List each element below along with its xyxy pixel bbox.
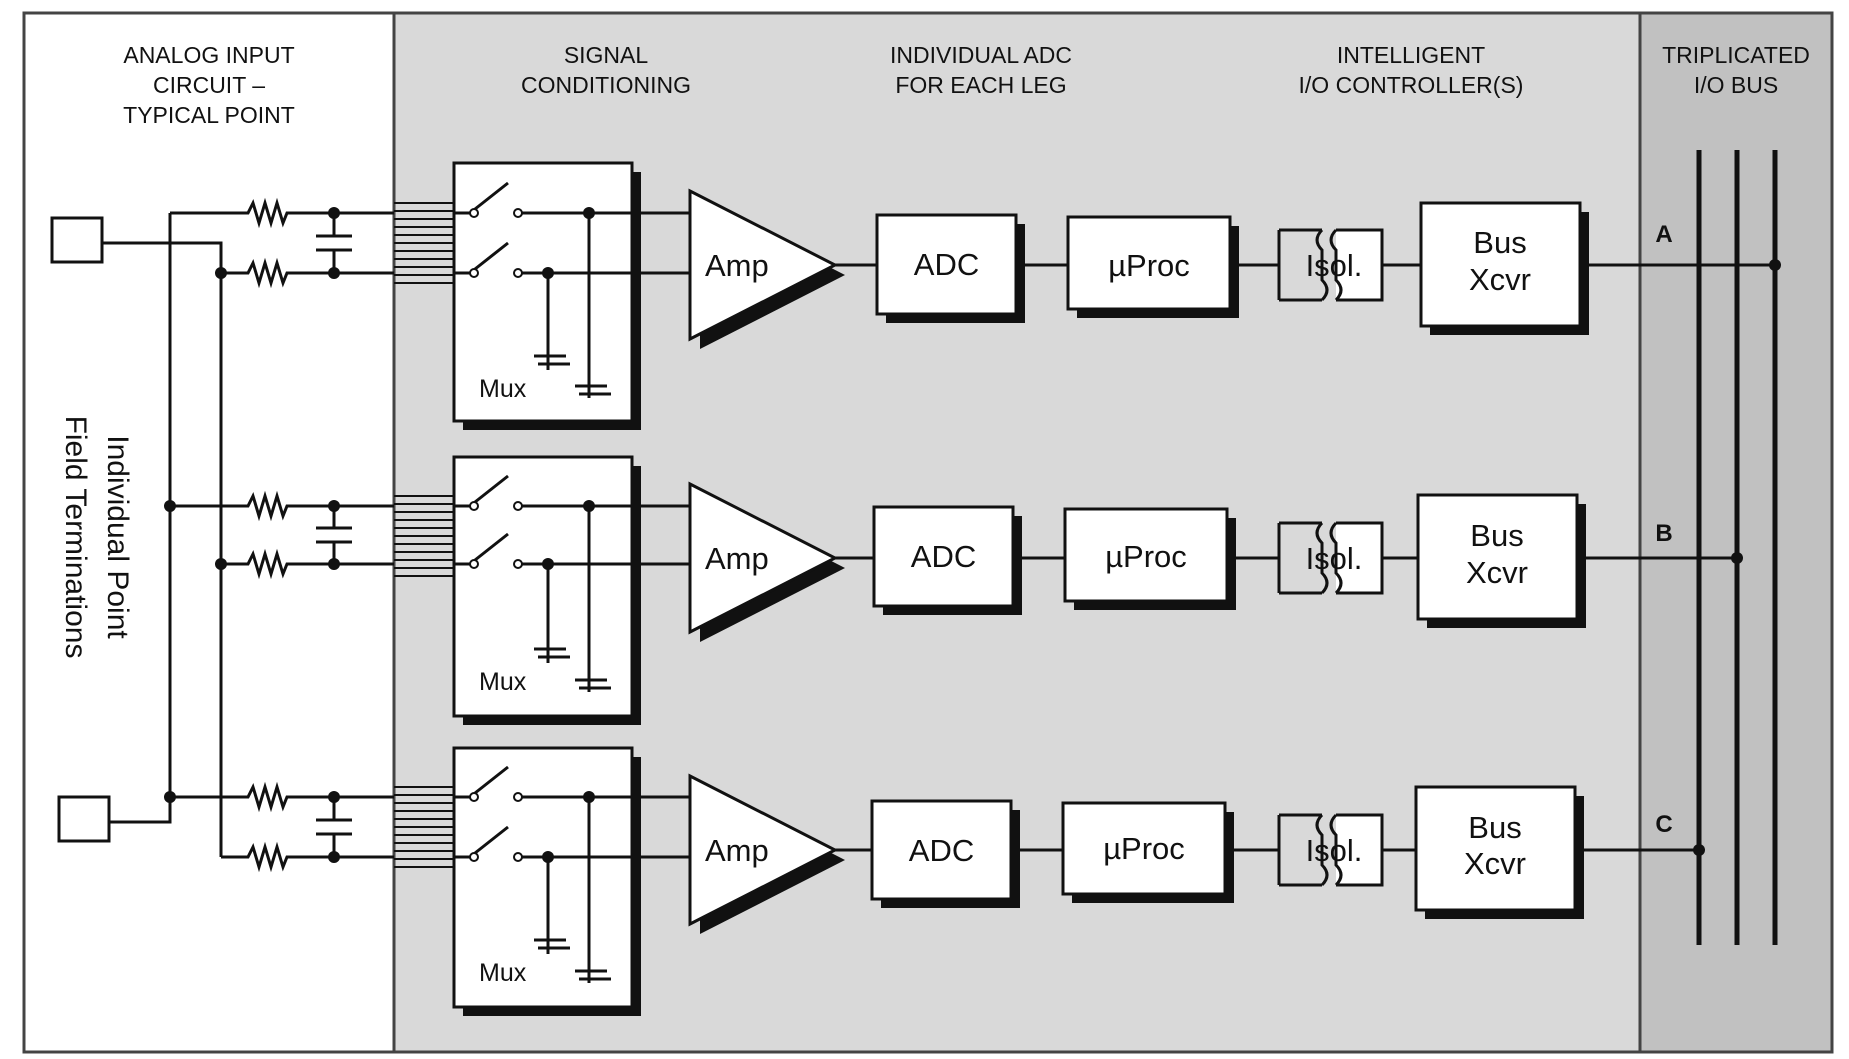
mux-junction-dot <box>542 851 554 863</box>
input-filter <box>240 781 394 873</box>
svg-text:INDIVIDUAL ADC: INDIVIDUAL ADC <box>890 42 1072 68</box>
mux-label: Mux <box>479 375 527 403</box>
mux-label: Mux <box>479 959 527 987</box>
xcvr-block <box>1419 201 1582 328</box>
amp-triangle <box>688 481 839 635</box>
mux-contacts <box>469 501 523 569</box>
proc-label: µProc <box>1103 831 1185 866</box>
svg-text:CONDITIONING: CONDITIONING <box>521 72 691 98</box>
xcvr-block <box>1416 493 1579 621</box>
mux-switches <box>454 181 690 398</box>
triplicated-bus-rails <box>1696 150 1778 945</box>
header-individual-adc: INDIVIDUAL ADC FOR EACH LEG <box>890 42 1072 98</box>
field-terminal-top <box>50 216 104 264</box>
isolator-body <box>1277 228 1384 302</box>
svg-text:INTELLIGENT: INTELLIGENT <box>1337 42 1485 68</box>
filter-node-dot <box>328 267 340 279</box>
xcvr-label-line2: Xcvr <box>1466 555 1528 590</box>
proc-block <box>1061 801 1227 896</box>
field-distribution-wiring <box>102 211 240 859</box>
mux-junction-dot <box>542 558 554 570</box>
header-analog-input: ANALOG INPUT CIRCUIT – TYPICAL POINT <box>123 42 295 128</box>
mux-junction-dot <box>542 267 554 279</box>
proc-block <box>1066 215 1232 311</box>
adc-label: ADC <box>909 833 974 868</box>
proc-label: µProc <box>1108 248 1190 283</box>
connector-comb <box>394 202 454 284</box>
isolator-barrier <box>1315 228 1343 302</box>
proc-block <box>1063 507 1229 603</box>
amp-label: Amp <box>705 833 769 868</box>
mux-label: Mux <box>479 668 527 696</box>
adc-label: ADC <box>914 247 979 282</box>
isolator-label: Isol. <box>1306 833 1363 868</box>
filter-node-dot <box>328 558 340 570</box>
xcvr-label-line2: Xcvr <box>1469 262 1531 297</box>
svg-text:CIRCUIT –: CIRCUIT – <box>153 72 265 98</box>
filter-node-dot <box>328 851 340 863</box>
mux-block <box>452 455 634 718</box>
bus-label: B <box>1655 520 1672 547</box>
leg-c: Mux Amp ADC µProc Isol. Bus Xcvr C <box>240 746 1705 1016</box>
svg-text:SIGNAL: SIGNAL <box>564 42 649 68</box>
adc-block <box>870 799 1013 901</box>
isolator-barrier <box>1315 813 1343 887</box>
xcvr-label-line2: Xcvr <box>1464 846 1526 881</box>
isolator-barrier <box>1315 521 1343 595</box>
mux-block <box>452 746 634 1009</box>
filter-node-dot <box>328 207 340 219</box>
isolator-body <box>1277 813 1384 887</box>
filter-node-dot <box>328 791 340 803</box>
leg-b: Mux Amp ADC µProc Isol. Bus Xcvr B <box>240 455 1743 725</box>
svg-text:TRIPLICATED: TRIPLICATED <box>1662 42 1810 68</box>
header-io-controller: INTELLIGENT I/O CONTROLLER(S) <box>1299 42 1524 98</box>
field-junction-dots <box>164 267 227 803</box>
xcvr-label-line1: Bus <box>1468 810 1521 845</box>
filter-node-dot <box>328 500 340 512</box>
proc-label: µProc <box>1105 539 1187 574</box>
field-terminal-bottom <box>57 795 111 843</box>
amp-label: Amp <box>705 541 769 576</box>
svg-text:Field Terminations: Field Terminations <box>59 416 92 659</box>
analog-input-panel <box>22 11 396 1054</box>
header-signal-conditioning: SIGNAL CONDITIONING <box>521 42 691 98</box>
mux-switches <box>454 765 690 983</box>
isolator-label: Isol. <box>1306 248 1363 283</box>
adc-block <box>875 213 1018 316</box>
isolator-body <box>1277 521 1384 595</box>
svg-text:Individual Point: Individual Point <box>101 435 134 639</box>
mux-junction-dot <box>583 500 595 512</box>
mux-junction-dot <box>583 791 595 803</box>
bus-label: C <box>1655 811 1672 838</box>
mux-contacts <box>469 792 523 862</box>
adc-block <box>872 505 1015 608</box>
mux-junction-dot <box>583 207 595 219</box>
connector-comb <box>394 786 454 868</box>
xcvr-label-line1: Bus <box>1470 518 1523 553</box>
header-triplicated-bus: TRIPLICATED I/O BUS <box>1662 42 1810 98</box>
adc-label: ADC <box>911 539 976 574</box>
xcvr-block <box>1414 785 1577 912</box>
input-filter <box>240 197 394 289</box>
field-terminations-label: Individual Point Field Terminations <box>59 416 134 659</box>
svg-text:TYPICAL POINT: TYPICAL POINT <box>123 102 295 128</box>
svg-text:I/O BUS: I/O BUS <box>1694 72 1778 98</box>
svg-text:I/O CONTROLLER(S): I/O CONTROLLER(S) <box>1299 72 1524 98</box>
amp-triangle <box>688 773 839 927</box>
mux-contacts <box>469 208 523 278</box>
amp-label: Amp <box>705 248 769 283</box>
amp-triangle <box>688 188 839 342</box>
bus-label: A <box>1655 221 1672 248</box>
leg-a: Mux Amp ADC µProc Isol. Bus Xcvr A <box>240 161 1781 430</box>
svg-text:FOR EACH LEG: FOR EACH LEG <box>895 72 1066 98</box>
xcvr-label-line1: Bus <box>1473 225 1526 260</box>
connector-comb <box>394 495 454 577</box>
svg-text:ANALOG INPUT: ANALOG INPUT <box>123 42 294 68</box>
mux-block <box>452 161 634 423</box>
isolator-label: Isol. <box>1306 541 1363 576</box>
